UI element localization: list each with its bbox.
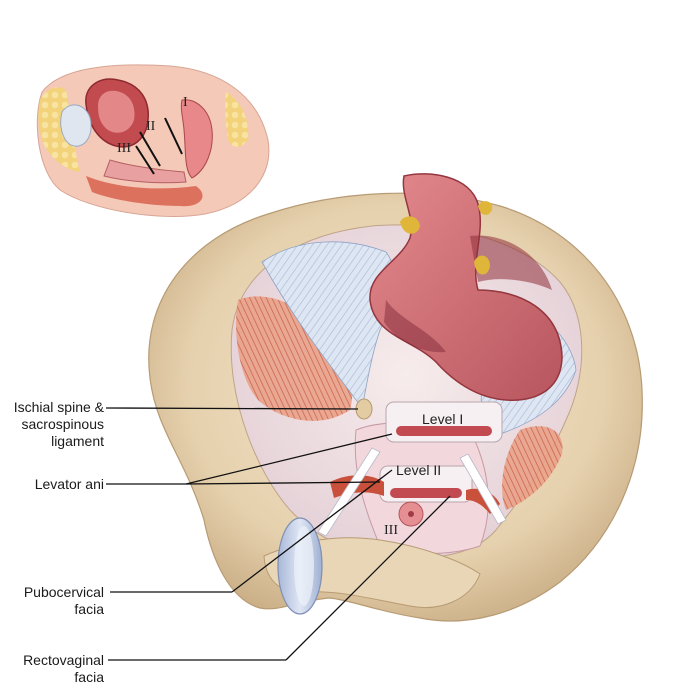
inset-uterus-cavity (98, 90, 135, 133)
inset-label-II: II (146, 119, 156, 134)
callout-lines (105, 407, 451, 661)
level-3-lumen (408, 511, 414, 517)
rectovaginal-label-line-1: Rectovaginal (23, 652, 104, 668)
inset-label-I: I (183, 95, 188, 110)
ischial-label-line-3: ligament (51, 433, 104, 449)
levator-ani-label: Levator ani (0, 476, 104, 493)
main-pelvis-view: Level I Level II III (148, 173, 643, 622)
inset-rectum (180, 99, 213, 179)
rectovaginal-fascia-label: Rectovaginal facia (0, 652, 104, 686)
callout-line-rectovaginal-b (285, 495, 451, 661)
inset-vagina (103, 159, 187, 184)
ischial-label-line-1: Ischial spine & (13, 399, 104, 415)
pubocervical-label-line-2: facia (74, 601, 104, 617)
inset-level-line-1 (164, 117, 183, 155)
adnexal-fat-1 (400, 216, 420, 234)
inset-fat-layer (38, 87, 80, 172)
callout-line-levator-b (185, 433, 393, 485)
level-1-label: Level I (422, 411, 463, 427)
inset-bladder (60, 104, 92, 147)
uterine-tube-shadow (470, 235, 552, 290)
adnexal-fat-3 (478, 201, 493, 215)
inset-level-line-3 (135, 145, 155, 175)
ischial-spine-label: Ischial spine & sacrospinous ligament (0, 399, 104, 450)
obturator-muscle-right (502, 426, 563, 510)
callout-line-ischial (105, 407, 359, 410)
level-2-label: Level II (396, 462, 441, 478)
pubocervical-label-line-1: Pubocervical (23, 584, 104, 600)
levator-label-text: Levator ani (34, 476, 104, 492)
rectovaginal-label-line-2: facia (74, 669, 104, 685)
inset-fat-layer-right (225, 92, 249, 147)
pubocervical-fascia-label: Pubocervical facia (0, 584, 104, 618)
inset-level-line-2 (139, 131, 161, 167)
fibrous-fan-left (261, 241, 395, 409)
inset-sagittal-view: I II III (36, 64, 270, 217)
inset-pelvic-floor (86, 176, 203, 207)
level-2-lumen (390, 488, 462, 498)
pubocervical-strap-right (459, 453, 507, 525)
level-3-label: III (384, 523, 398, 538)
ischial-spine (355, 398, 373, 420)
callout-line-levator-c (185, 481, 381, 485)
inset-label-III: III (117, 141, 131, 156)
urethral-ring (277, 517, 323, 615)
uterine-fundus-shadow (384, 300, 446, 353)
uterus-body (369, 173, 563, 401)
ischial-label-line-2: sacrospinous (21, 416, 105, 432)
callout-line-pubocervical-b (231, 469, 393, 593)
adnexal-fat-2 (474, 255, 490, 275)
level-1-lumen (396, 426, 492, 436)
